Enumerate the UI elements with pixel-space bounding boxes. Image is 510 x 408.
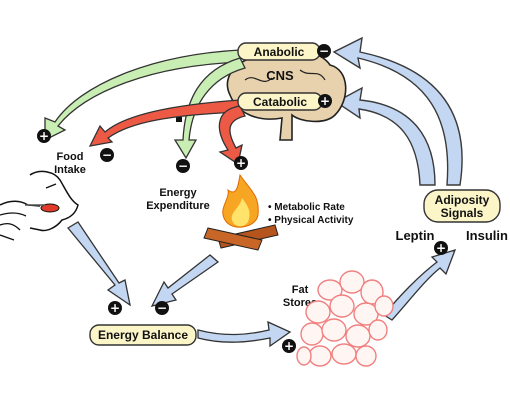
energy-balance-pill: Energy Balance — [89, 324, 197, 346]
person-eating-icon — [0, 170, 79, 241]
plus-badge-energy-balance-left: + — [108, 301, 122, 315]
fat-stores-label-line1: Fat — [292, 284, 309, 296]
svg-text:+: + — [436, 241, 446, 255]
energy-expenditure-label-line1: Energy — [159, 187, 197, 199]
sign-badges: − + + − − + + − — [37, 44, 448, 353]
catabolic-label: Catabolic — [253, 95, 307, 109]
energy-balance-to-fat-stores-arrow — [197, 320, 292, 348]
plus-badge-catabolic: + — [318, 94, 332, 108]
svg-text:+: + — [39, 129, 49, 143]
svg-text:−: − — [102, 148, 112, 162]
food-intake-label-line1: Food — [57, 151, 84, 163]
svg-text:+: + — [320, 94, 330, 108]
svg-text:+: + — [284, 339, 294, 353]
physical-activity-label: • Physical Activity — [268, 215, 354, 226]
plus-badge-fat-stores: + — [282, 339, 296, 353]
plus-badge-energy-expenditure: + — [234, 156, 248, 170]
minus-badge-anabolic: − — [317, 44, 331, 58]
adiposity-signals-pill: Adiposity Signals — [423, 189, 501, 223]
anabolic-arrow-joint — [176, 117, 182, 122]
minus-badge-energy-balance-right: − — [155, 301, 169, 315]
fat-cells-icon — [296, 270, 394, 367]
plus-badge-food-intake: + — [37, 129, 51, 143]
feedback-arrow-to-anabolic — [332, 36, 463, 186]
minus-badge-food-intake: − — [100, 148, 114, 162]
campfire-icon — [203, 173, 279, 251]
anabolic-label: Anabolic — [254, 45, 305, 59]
minus-badge-energy-expenditure: − — [176, 159, 190, 173]
svg-text:−: − — [157, 301, 167, 315]
cns-label: CNS — [266, 68, 294, 83]
fat-stores-to-adiposity-arrow — [383, 248, 457, 321]
svg-text:+: + — [110, 301, 120, 315]
svg-text:+: + — [236, 156, 246, 170]
adiposity-label-line2: Signals — [441, 206, 484, 220]
adiposity-label-line1: Adiposity — [435, 193, 490, 207]
feedback-arrow-to-catabolic — [334, 86, 436, 186]
anabolic-arrow-to-food-intake — [44, 49, 241, 142]
insulin-label: Insulin — [466, 228, 508, 243]
catabolic-pill: Catabolic — [237, 92, 323, 111]
svg-text:−: − — [178, 159, 188, 173]
metabolic-rate-label: • Metabolic Rate — [268, 202, 345, 213]
leptin-label: Leptin — [396, 228, 435, 243]
energy-expenditure-label-line2: Expenditure — [146, 200, 210, 212]
food-intake-label-line2: Intake — [54, 164, 86, 176]
catabolic-arrow-to-food-intake — [88, 99, 241, 147]
anabolic-pill: Anabolic — [237, 42, 321, 61]
expenditure-to-energy-balance-arrow — [150, 254, 220, 307]
svg-text:−: − — [319, 44, 329, 58]
plus-badge-adiposity: + — [434, 241, 448, 255]
food-intake-to-energy-balance-arrow — [67, 221, 131, 307]
energy-balance-label: Energy Balance — [98, 328, 188, 342]
